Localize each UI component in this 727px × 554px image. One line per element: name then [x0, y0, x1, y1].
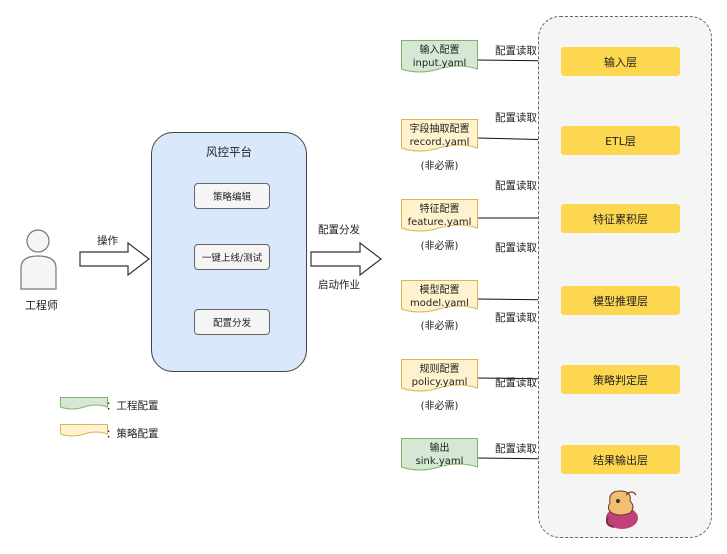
config-name: 输出: [429, 443, 450, 454]
edge-label-read: 配置读取: [495, 312, 537, 324]
step-config-dispatch[interactable]: 配置分发: [194, 309, 270, 335]
legend-swatch-strategy: [60, 424, 108, 438]
config-file: policy.yaml: [411, 377, 468, 388]
platform-title: 风控平台: [206, 145, 252, 159]
start-job-label: 启动作业: [318, 279, 360, 291]
config-name: 特征配置: [419, 204, 460, 215]
config-file: sink.yaml: [415, 456, 464, 467]
layer-feature[interactable]: 特征累积层: [561, 204, 680, 233]
step-strategy-edit[interactable]: 策略编辑: [194, 183, 270, 209]
legend-label-strategy: ：策略配置: [106, 428, 159, 440]
flink-squirrel-logo: [600, 487, 642, 531]
dispatch-label: 配置分发: [318, 224, 360, 236]
layer-etl[interactable]: ETL层: [561, 126, 680, 155]
layer-output[interactable]: 结果输出层: [561, 445, 680, 474]
layer-model[interactable]: 模型推理层: [561, 286, 680, 315]
edge-label-read: 配置读取: [495, 443, 537, 455]
layer-strategy[interactable]: 策略判定层: [561, 365, 680, 394]
config-optional-feature: (非必需): [420, 241, 459, 252]
config-file: feature.yaml: [407, 217, 472, 228]
config-name: 字段抽取配置: [409, 124, 470, 135]
config-optional-policy: (非必需): [420, 401, 459, 412]
dispatch-arrow: [310, 241, 382, 277]
config-doc-policy[interactable]: 规则配置 policy.yaml: [401, 359, 478, 393]
config-optional-model: (非必需): [420, 321, 459, 332]
edge-label-read: 配置读取: [495, 242, 537, 254]
config-optional-record: (非必需): [420, 161, 459, 172]
config-doc-input[interactable]: 输入配置 input.yaml: [401, 40, 478, 74]
config-name: 模型配置: [419, 285, 460, 296]
user-icon: [20, 229, 57, 290]
legend-swatch-engineering: [60, 397, 108, 411]
config-doc-feature[interactable]: 特征配置 feature.yaml: [401, 199, 478, 233]
config-name: 输入配置: [419, 45, 460, 56]
step-one-click-deploy[interactable]: 一键上线/测试: [194, 244, 270, 270]
layer-input[interactable]: 输入层: [561, 47, 680, 76]
actor-label: 工程师: [25, 299, 58, 312]
operate-label: 操作: [97, 235, 118, 247]
risk-control-platform: 风控平台 策略编辑 一键上线/测试 配置分发: [151, 132, 307, 372]
edge-label-read: 配置读取: [495, 45, 537, 57]
config-file: input.yaml: [412, 58, 467, 69]
config-doc-sink[interactable]: 输出 sink.yaml: [401, 438, 478, 472]
config-doc-record[interactable]: 字段抽取配置 record.yaml: [401, 119, 478, 153]
config-file: record.yaml: [409, 137, 470, 148]
legend-label-engineering: ：工程配置: [106, 400, 159, 412]
edge-label-read: 配置读取: [495, 377, 537, 389]
config-file: model.yaml: [410, 298, 469, 309]
config-name: 规则配置: [419, 364, 460, 375]
edge-label-read: 配置读取: [495, 112, 537, 124]
config-doc-model[interactable]: 模型配置 model.yaml: [401, 280, 478, 314]
edge-label-read: 配置读取: [495, 180, 537, 192]
